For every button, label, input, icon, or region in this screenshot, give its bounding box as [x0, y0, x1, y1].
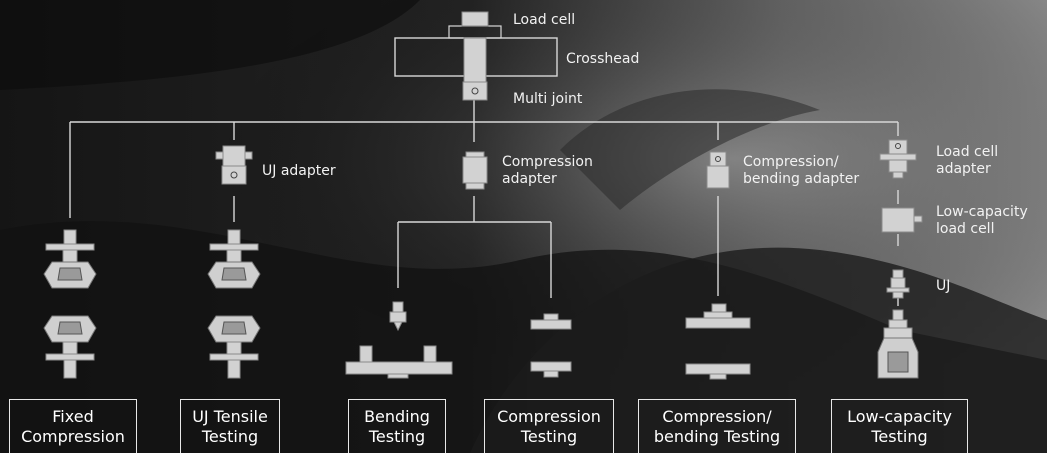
low-capacity-load-cell-label: Low-capacity load cell — [936, 204, 1028, 237]
multi-joint-icon — [462, 81, 488, 101]
load-cell-adapter-icon — [879, 139, 917, 179]
compression-bending-adapter-icon — [706, 151, 730, 189]
load-cell-adapter-label: Load cell adapter — [936, 144, 999, 177]
compression-adapter-label: Compression adapter — [502, 154, 593, 187]
low-capacity-load-cell-icon — [881, 207, 923, 233]
uj-label: UJ — [936, 278, 951, 294]
compression-fixture — [530, 313, 572, 378]
connector-lines — [69, 100, 899, 306]
method-fixed-compression: Fixed Compression — [9, 399, 137, 453]
method-compression-bending-testing: Compression/ bending Testing — [638, 399, 796, 453]
fixed-compression-fixture — [43, 229, 97, 379]
crosshead-shaft — [463, 37, 487, 83]
uj-adapter-label: UJ adapter — [262, 163, 336, 179]
compression-bending-adapter-label: Compression/ bending adapter — [743, 154, 860, 187]
load-cell-label: Load cell — [513, 12, 576, 28]
compression-adapter-icon — [462, 151, 488, 190]
compression-bending-fixture — [685, 303, 751, 380]
uj-tensile-fixture — [207, 229, 261, 379]
method-bending-testing: Bending Testing — [348, 399, 446, 453]
method-low-capacity-testing: Low-capacity Testing — [831, 399, 968, 453]
crosshead-assembly — [394, 11, 558, 101]
multi-joint-label: Multi joint — [513, 91, 583, 107]
crosshead-label: Crosshead — [566, 51, 640, 67]
method-compression-testing: Compression Testing — [484, 399, 614, 453]
uj-icon — [886, 269, 910, 299]
low-capacity-fixture — [877, 309, 919, 379]
uj-adapter-icon — [215, 145, 253, 185]
load-cell-top — [461, 11, 489, 27]
method-uj-tensile-testing: UJ Tensile Testing — [180, 399, 280, 453]
bending-fixture — [345, 301, 453, 379]
load-cell-body — [448, 25, 502, 39]
